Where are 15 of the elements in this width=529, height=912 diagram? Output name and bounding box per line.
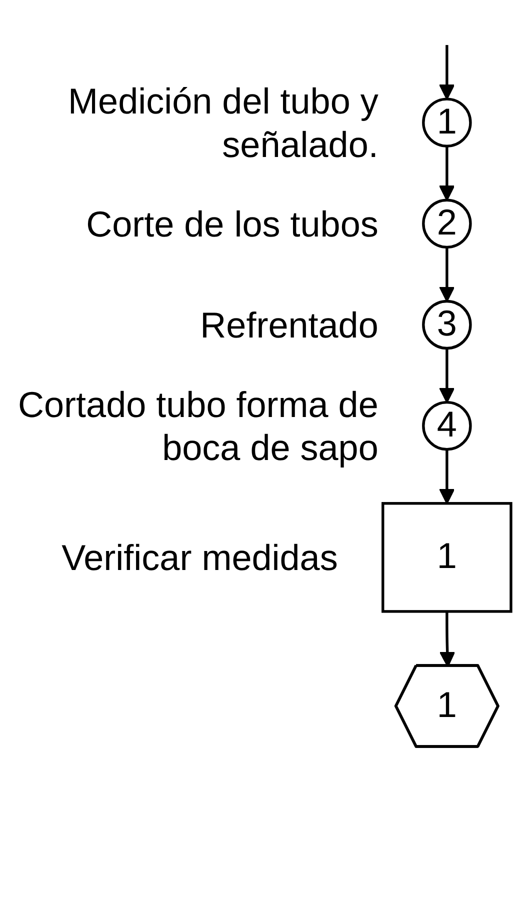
node-circle: 1	[422, 98, 472, 148]
arrow	[439, 348, 455, 404]
step-description: Medición del tubo y señalado.	[68, 80, 378, 165]
arrow	[439, 146, 455, 201]
step-description: Cortado tubo forma de boca de sapo	[18, 384, 378, 468]
node-box: 1	[382, 502, 512, 613]
step-description: Corte de los tubos	[86, 203, 378, 244]
node-circle: 3	[422, 300, 472, 350]
step-description: Verificar medidas	[62, 537, 338, 578]
arrow	[439, 449, 455, 504]
node-circle: 2	[422, 198, 472, 249]
arrow	[439, 247, 455, 302]
node-circle: 4	[422, 400, 472, 451]
step-description: Refrentado	[200, 304, 378, 346]
arrow	[439, 45, 455, 100]
